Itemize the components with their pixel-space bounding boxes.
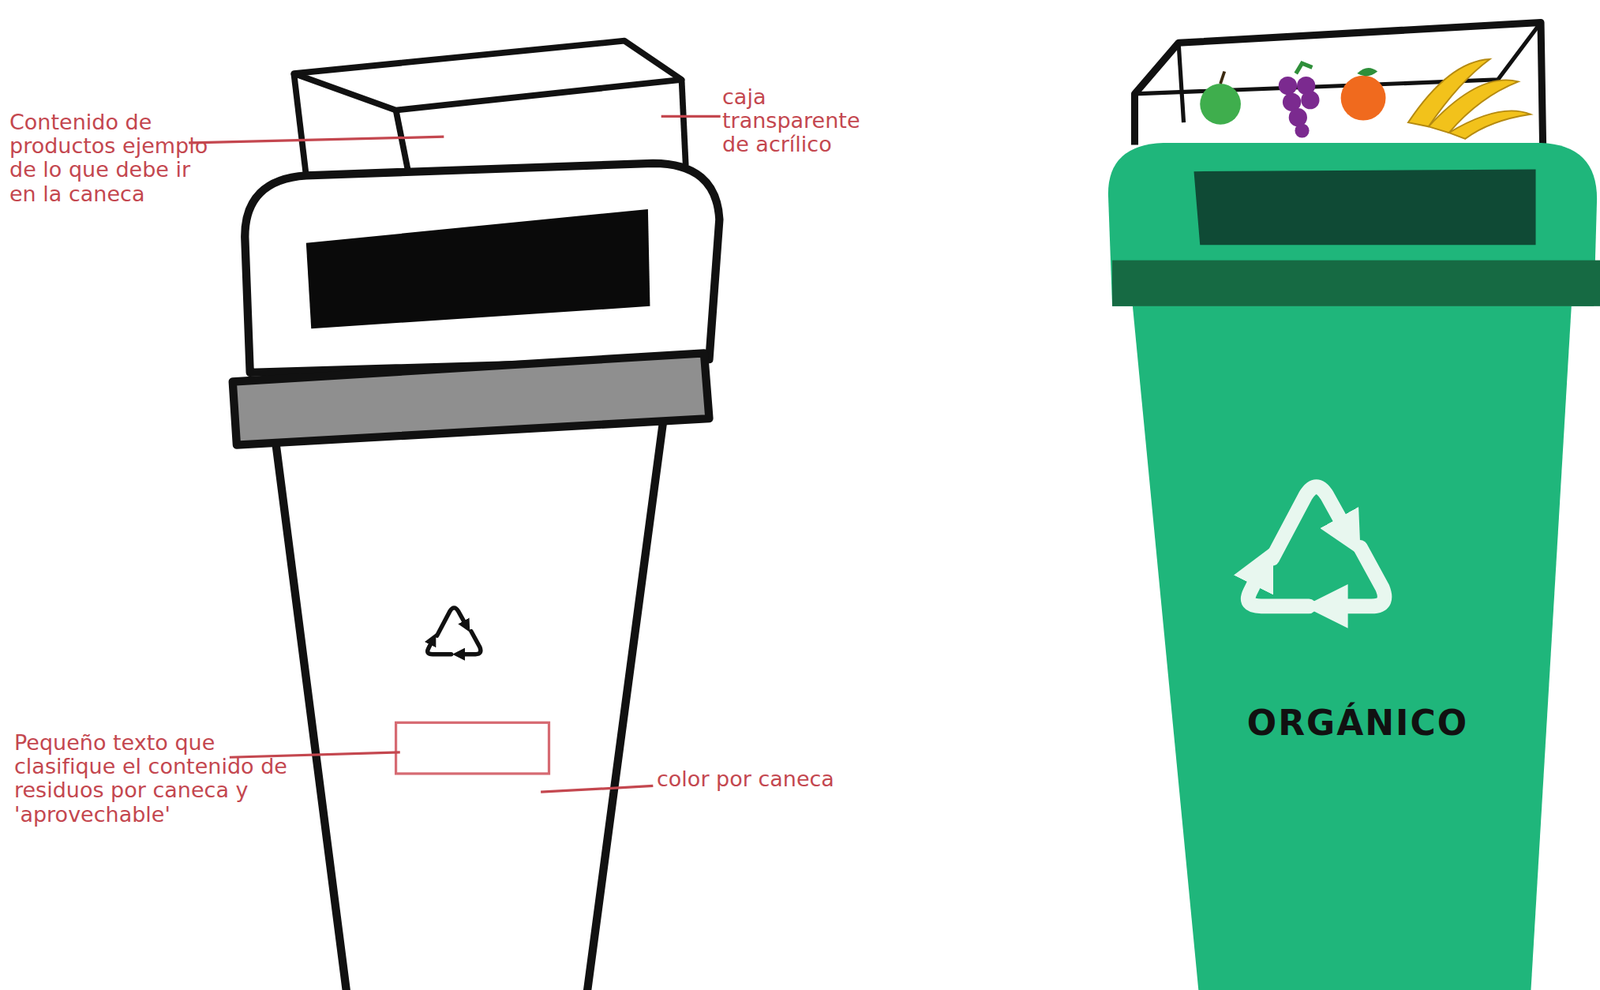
waste-bin: ORGÁNICO (1128, 307, 1587, 990)
bin-label: ORGÁNICO (1128, 702, 1587, 743)
annotation-note: color por caneca (656, 767, 910, 791)
annotation-note: caja transparente de acrílico (722, 85, 881, 158)
annotation-note: Pequeño texto que clasifique el contenid… (14, 730, 311, 827)
annotation-note: Contenido de productos ejemplo de lo que… (9, 110, 219, 207)
